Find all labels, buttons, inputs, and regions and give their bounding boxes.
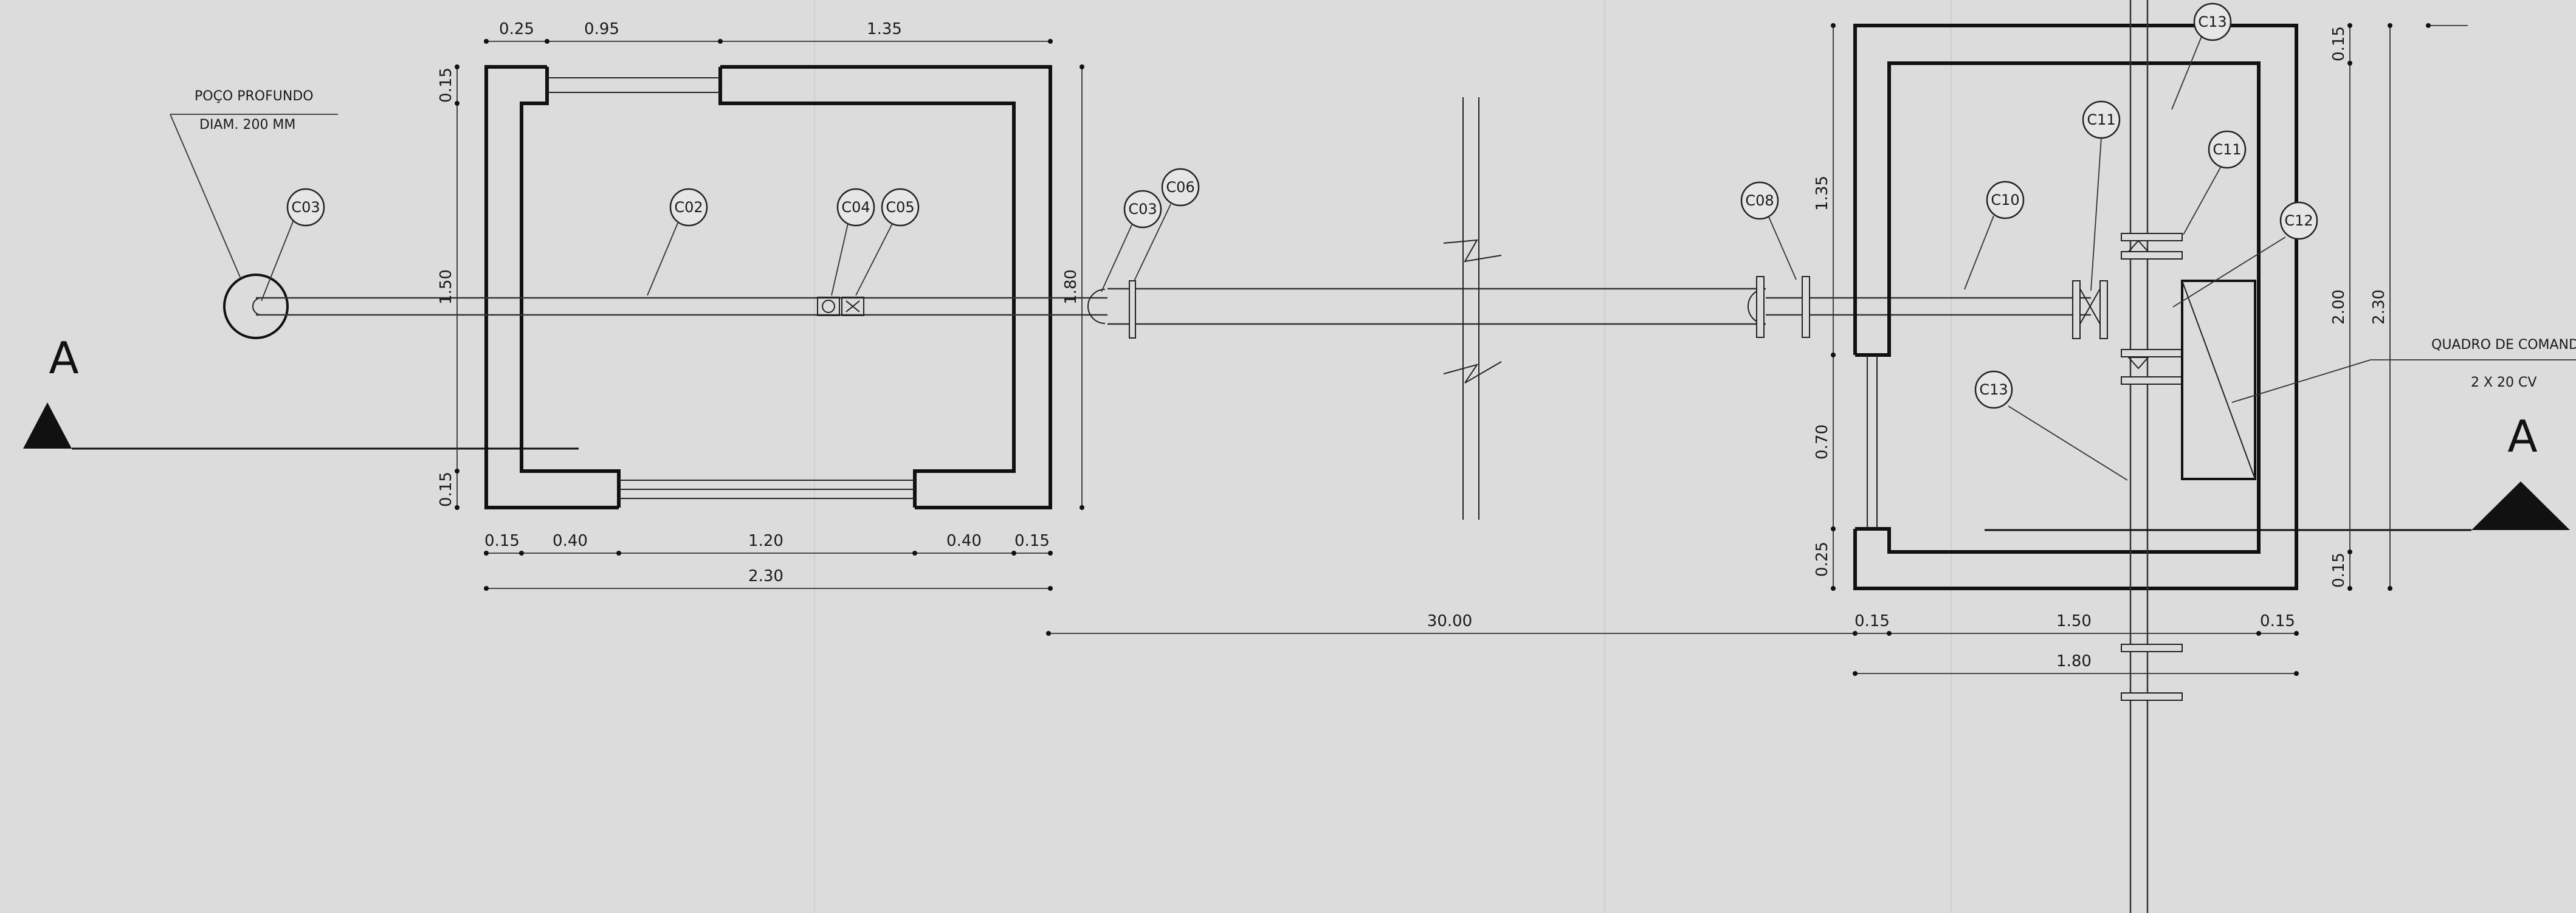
left-room-wall	[484, 65, 619, 509]
section-marker-right: A	[1985, 411, 2570, 531]
svg-text:0.15: 0.15	[437, 472, 455, 507]
svg-text:0.95: 0.95	[584, 20, 619, 38]
svg-text:0.15: 0.15	[2330, 26, 2348, 61]
section-label-right: A	[2507, 411, 2537, 462]
svg-text:1.80: 1.80	[1062, 269, 1080, 305]
right-room-wall	[1853, 24, 2298, 590]
svg-text:0.15: 0.15	[437, 67, 455, 103]
tag-c13-mid: C13	[1974, 370, 2128, 481]
left-room-wall-inner	[718, 67, 1016, 508]
section-label-left: A	[49, 332, 78, 384]
svg-text:0.40: 0.40	[946, 532, 982, 550]
svg-text:C11: C11	[2213, 141, 2241, 158]
break-zigzag	[1443, 361, 1502, 384]
riser-flange	[2121, 349, 2183, 357]
svg-text:C12: C12	[2284, 212, 2313, 229]
svg-text:C08: C08	[1745, 192, 1774, 209]
svg-text:1.50: 1.50	[2056, 612, 2092, 630]
pump-house-right	[1853, 0, 2298, 913]
svg-text:C13: C13	[2198, 13, 2226, 30]
riser-flange	[2121, 251, 2183, 260]
svg-text:C10: C10	[1991, 191, 2019, 208]
svg-text:2.00: 2.00	[2330, 289, 2348, 325]
pump-house-left	[484, 65, 1052, 509]
riser-flange	[2121, 376, 2183, 385]
flange-c08	[1802, 276, 1810, 338]
control-panel-label: QUADRO DE COMAND 2 X 20 CV	[2231, 337, 2576, 403]
tag-c03-well: C03	[261, 188, 325, 301]
left-room-wall	[720, 65, 1052, 509]
tag-c04: C04	[831, 188, 875, 296]
svg-text:0.15: 0.15	[2260, 612, 2295, 630]
svg-text:0.25: 0.25	[499, 20, 534, 38]
svg-text:0.15: 0.15	[1014, 532, 1050, 550]
well-pipe-end	[252, 297, 262, 315]
riser-flange	[2121, 233, 2183, 241]
tag-c08: C08	[1740, 181, 1797, 280]
dimensions-right-room: 1.35 0.70 0.25 0.15 2.00 0.15 2.30 0.15 …	[1813, 23, 2468, 676]
svg-text:2.30: 2.30	[2370, 289, 2388, 325]
gate-valve	[2079, 286, 2101, 326]
tag-c06: C06	[1134, 168, 1200, 281]
break-zigzag	[1443, 239, 1502, 263]
svg-text:C05: C05	[886, 199, 914, 216]
svg-text:30.00: 30.00	[1427, 612, 1472, 630]
tag-c05: C05	[855, 188, 920, 296]
well-circle	[223, 274, 289, 339]
svg-text:2.30: 2.30	[748, 567, 783, 585]
riser-flange	[2121, 644, 2183, 652]
check-valve-c11	[2127, 357, 2150, 370]
svg-text:C04: C04	[841, 199, 870, 216]
tag-c13-top: C13	[2171, 2, 2232, 110]
valve-flange	[2072, 280, 2081, 339]
flange-c06	[1129, 280, 1136, 339]
control-panel-spec: 2 X 20 CV	[2471, 375, 2536, 390]
control-panel-title: QUADRO DE COMAND	[2431, 337, 2576, 353]
check-valve-c11	[2127, 239, 2150, 252]
valve-flange	[2099, 280, 2108, 339]
svg-text:C13: C13	[1979, 381, 2008, 398]
svg-text:1.20: 1.20	[748, 532, 783, 550]
svg-text:C03: C03	[291, 199, 320, 216]
dimensions-left-room: 0.25 0.95 1.35 0.15 1.50 0.15 1.80 0.15 …	[437, 20, 1084, 591]
svg-text:0.15: 0.15	[1855, 612, 1890, 630]
right-room-wall-inner	[1855, 61, 2261, 554]
svg-text:C03: C03	[1128, 201, 1157, 218]
svg-text:1.35: 1.35	[867, 20, 902, 38]
svg-text:1.35: 1.35	[1813, 176, 1831, 211]
pipeline	[256, 97, 2091, 520]
svg-text:0.15: 0.15	[2330, 553, 2348, 588]
svg-text:C11: C11	[2087, 111, 2115, 128]
well-label-leader	[170, 114, 241, 278]
svg-text:0.40: 0.40	[553, 532, 588, 550]
flange-c08	[1756, 276, 1765, 338]
valve-c04	[817, 297, 840, 316]
svg-text:C06: C06	[1166, 179, 1194, 196]
dimension-span: 30.00	[1046, 612, 1858, 636]
well-diameter: DIAM. 200 MM	[199, 117, 295, 133]
svg-text:1.80: 1.80	[2056, 652, 2092, 670]
svg-text:C02: C02	[674, 199, 703, 216]
valve-c05	[841, 297, 864, 316]
well-title: POÇO PROFUNDO	[195, 89, 314, 104]
riser-flange	[2121, 692, 2183, 701]
tag-c03-pipe: C03	[1101, 190, 1162, 292]
tag-c11-b: C11	[2183, 130, 2247, 235]
tag-c11-a: C11	[2082, 100, 2121, 291]
svg-text:0.70: 0.70	[1813, 424, 1831, 460]
tag-c02: C02	[647, 188, 708, 296]
svg-text:0.25: 0.25	[1813, 542, 1831, 577]
section-marker-left: A	[23, 332, 579, 450]
tag-c12: C12	[2172, 201, 2318, 308]
svg-text:1.50: 1.50	[437, 269, 455, 305]
pipe-bend	[1087, 289, 1106, 324]
tag-c10: C10	[1964, 181, 2025, 290]
svg-text:0.15: 0.15	[484, 532, 520, 550]
left-room-wall-inner	[520, 67, 621, 508]
